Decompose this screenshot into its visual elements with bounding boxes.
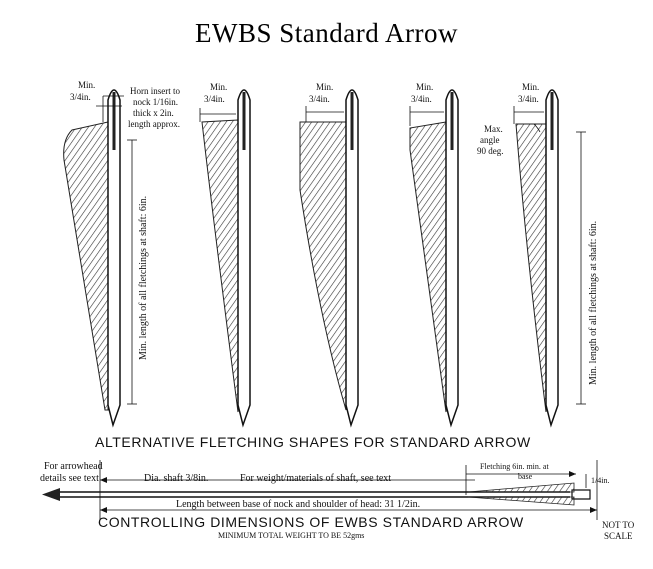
length-note: Length between base of nock and shoulder… <box>176 499 421 510</box>
max-angle-line-1: Max. <box>484 124 503 134</box>
quarter-inch-label: 1/4in. <box>591 476 610 485</box>
max-angle-line-3: 90 deg. <box>477 146 504 156</box>
fletching-min-line-2: base <box>518 472 533 481</box>
min-weight-note: MINIMUM TOTAL WEIGHT TO BE 52gms <box>218 531 365 540</box>
arrow-shape-3 <box>299 89 359 428</box>
min-label-3: Min. <box>316 82 334 92</box>
horn-note-line-4: length approx. <box>128 119 180 129</box>
arrowhead-note-line-2: details see text <box>40 473 99 484</box>
horn-note-line-1: Horn insert to <box>130 86 180 96</box>
min-label-2: Min. <box>210 82 228 92</box>
min-value-2: 3/4in. <box>204 94 225 104</box>
min-label-5: Min. <box>522 82 540 92</box>
min-label-1: Min. <box>78 80 96 90</box>
fletching-vane-5 <box>515 123 547 413</box>
horn-insert-2 <box>242 92 246 150</box>
shaft-5 <box>545 89 559 428</box>
dimensions-caption: CONTROLLING DIMENSIONS OF EWBS STANDARD … <box>98 514 524 530</box>
fletching-vane-1 <box>63 121 109 411</box>
horn-insert-1 <box>112 92 116 150</box>
max-angle-line-2: angle <box>480 135 500 145</box>
min-value-3: 3/4in. <box>309 94 330 104</box>
min-length-note-1: Min. length of all fletchings at shaft: … <box>138 195 149 360</box>
shaft-1 <box>107 89 121 428</box>
not-to-scale-line-2: SCALE <box>604 531 633 541</box>
horn-note-line-3: thick x 2in. <box>133 108 174 118</box>
diagram-title: EWBS Standard Arrow <box>195 18 458 48</box>
fletching-vane-3 <box>299 121 347 411</box>
min-value-5: 3/4in. <box>518 94 539 104</box>
bottom-fletching <box>467 482 575 493</box>
shaft-dia-label: Dia. shaft 3/8in. <box>144 473 209 484</box>
arrowhead-note-line-1: For arrowhead <box>44 461 103 472</box>
shaft-4 <box>445 89 459 428</box>
min-value-4: 3/4in. <box>411 94 432 104</box>
fletching-min-line-1: Fletching 6in. min. at <box>480 462 549 471</box>
min-label-4: Min. <box>416 82 434 92</box>
min-length-note-5: Min. length of all fletchings at shaft: … <box>588 220 599 385</box>
fletching-vane-2 <box>201 119 239 413</box>
horn-insert-5 <box>550 92 554 150</box>
arrow-shape-1 <box>63 89 137 428</box>
arrow-shape-2 <box>199 89 251 428</box>
horn-note-line-2: nock 1/16in. <box>133 97 178 107</box>
controlling-dimensions-drawing <box>42 460 598 520</box>
shaft-2 <box>237 89 251 428</box>
min-value-1: 3/4in. <box>70 92 91 102</box>
not-to-scale-line-1: NOT TO <box>602 520 635 530</box>
horn-insert-3 <box>350 92 354 150</box>
horn-insert-4 <box>450 92 454 150</box>
arrow-shape-5 <box>513 89 586 428</box>
arrow-shape-4 <box>409 89 459 428</box>
weight-note: For weight/materials of shaft, see text <box>240 473 392 484</box>
fletching-vane-4 <box>409 121 447 413</box>
fletching-caption: ALTERNATIVE FLETCHING SHAPES FOR STANDAR… <box>95 434 531 450</box>
shaft-3 <box>345 89 359 428</box>
